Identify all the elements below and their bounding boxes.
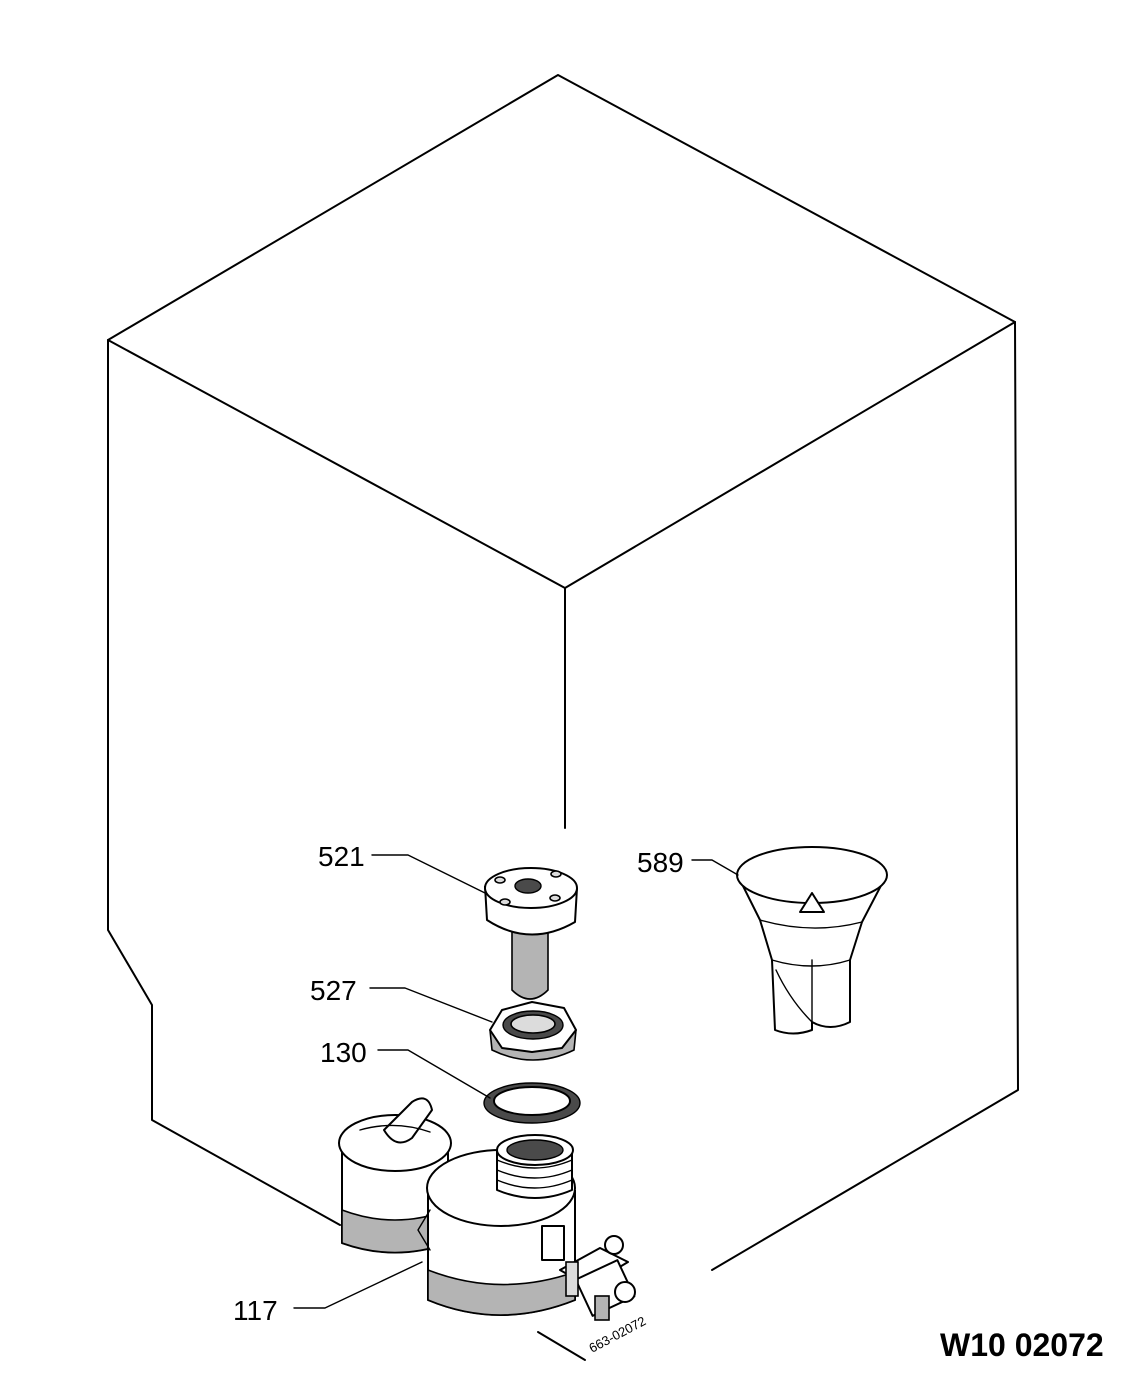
part-117-softener-assembly bbox=[338, 1097, 636, 1321]
part-521-connector-nut bbox=[484, 867, 578, 1000]
label-589: 589 bbox=[637, 847, 684, 878]
label-117: 117 bbox=[233, 1295, 278, 1326]
leader-lines bbox=[293, 854, 739, 1309]
part-589-funnel bbox=[736, 846, 888, 1035]
label-521: 521 bbox=[318, 841, 365, 872]
part-527-hex-nut bbox=[489, 1001, 577, 1061]
part-130-gasket-ring bbox=[483, 1082, 581, 1124]
cabinet-outline bbox=[107, 74, 1019, 1361]
label-130: 130 bbox=[320, 1037, 367, 1068]
drawing-code: W10 02072 bbox=[940, 1327, 1104, 1363]
label-527: 527 bbox=[310, 975, 357, 1006]
